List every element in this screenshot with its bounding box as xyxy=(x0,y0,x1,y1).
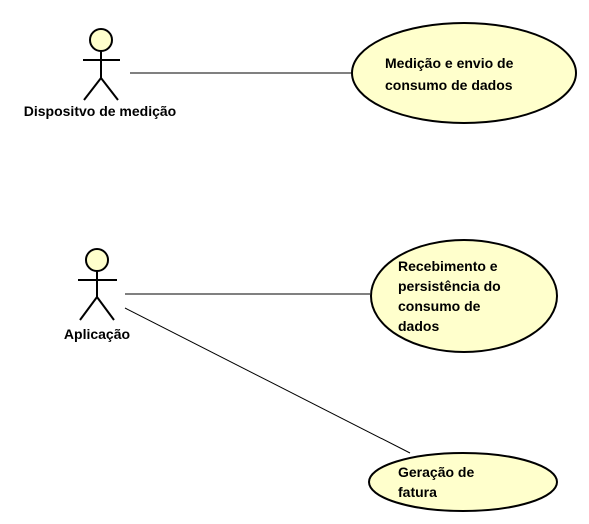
use-case-label-line: fatura xyxy=(398,484,437,500)
association-line-invoice xyxy=(124,307,411,454)
actor-label-application: Aplicação xyxy=(64,326,130,342)
actor-measurement-device[interactable]: Dispositvo de medição xyxy=(24,28,176,119)
use-case-label-line: Medição e envio de xyxy=(385,55,514,71)
stick-figure-icon xyxy=(78,271,117,321)
use-case-ellipse xyxy=(370,239,558,353)
use-case-persistence[interactable]: Recebimento e persistência do consumo de… xyxy=(370,239,558,353)
use-case-label-line: persistência do xyxy=(398,278,501,294)
use-case-label-line: Recebimento e xyxy=(398,258,498,274)
use-case-label-line: consumo de xyxy=(398,298,481,314)
use-case-label-line: dados xyxy=(398,318,439,334)
use-case-ellipse xyxy=(351,22,577,124)
use-case-label-line: Geração de xyxy=(398,464,474,480)
actor-label-measurement-device: Dispositvo de medição xyxy=(24,103,176,119)
actor-head-icon xyxy=(85,248,109,272)
use-case-label-line: consumo de dados xyxy=(385,77,513,93)
actor-head-icon xyxy=(89,28,113,52)
use-case-ellipse xyxy=(368,452,558,512)
stick-figure-icon xyxy=(83,51,120,101)
actor-application[interactable]: Aplicação xyxy=(64,248,130,342)
use-case-measurement[interactable]: Medição e envio de consumo de dados xyxy=(351,22,577,124)
use-case-invoice[interactable]: Geração de fatura xyxy=(368,452,558,512)
